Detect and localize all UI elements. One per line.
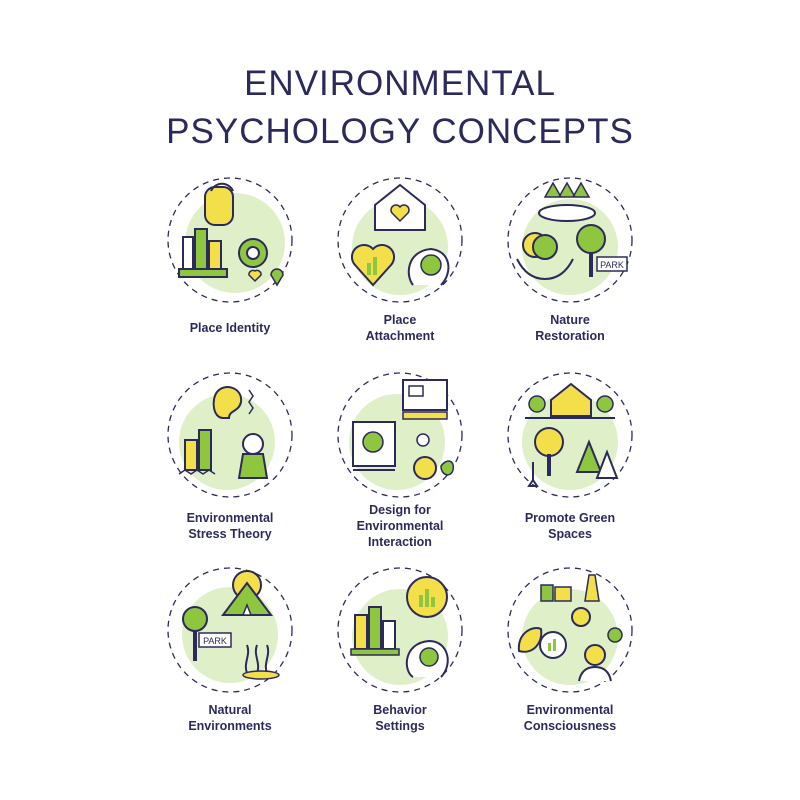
forest-lake-hands-park-icon: PARK: [505, 175, 635, 305]
ear-noise-stressed-person-icon: [165, 370, 295, 500]
gear-chart-city-head-icon: [335, 565, 465, 695]
house-heart-icon: [335, 175, 465, 305]
head-lock-city-gear-icon: [165, 175, 295, 305]
house-trees-shovel-icon: [505, 370, 635, 500]
concept-label: Environmental Stress Theory: [186, 511, 274, 541]
concept-label: Behavior Settings: [373, 703, 427, 733]
blueprint-ruler-gear-icon: [335, 370, 465, 500]
park-sign-text: PARK: [203, 636, 227, 646]
tent-mountains-park-sign-icon: PARK: [165, 565, 295, 695]
title-line-1: ENVIRONMENTAL: [244, 64, 556, 103]
concept-label: Nature Restoration: [535, 313, 605, 343]
concept-label: Natural Environments: [188, 703, 272, 733]
title-line-2: PSYCHOLOGY CONCEPTS: [166, 112, 634, 151]
factory-info-leaf-person-icon: [505, 565, 635, 695]
concept-label: Place Attachment: [365, 313, 435, 343]
concept-label: Promote Green Spaces: [524, 511, 616, 541]
page-title: ENVIRONMENTAL PSYCHOLOGY CONCEPTS: [0, 60, 800, 156]
park-sign-text: PARK: [600, 260, 624, 270]
concept-label: Design for Environmental Interaction: [356, 503, 444, 549]
concept-label: Place Identity: [189, 321, 271, 335]
concept-label: Environmental Consciousness: [523, 703, 617, 733]
